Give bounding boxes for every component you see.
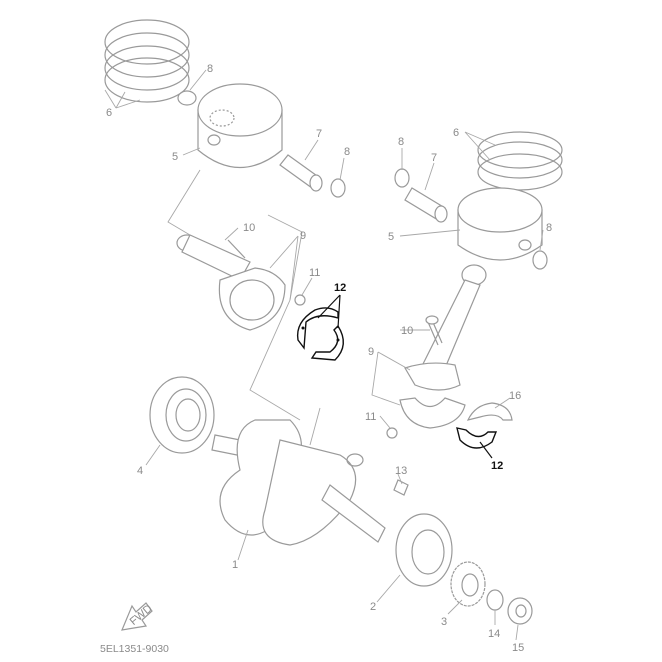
- callout-4: 4: [137, 465, 143, 477]
- key-13: [393, 479, 409, 496]
- fwd-arrow-icon: FWD: [121, 602, 155, 631]
- callout-1: 1: [232, 559, 238, 571]
- callout-9: 9: [368, 346, 374, 358]
- nut-left: [294, 294, 306, 306]
- connecting-rod-left: [176, 234, 286, 331]
- bearing-4: [149, 376, 215, 454]
- callout-14: 14: [488, 628, 500, 640]
- callout-10: 10: [243, 222, 255, 234]
- nut-right: [386, 427, 398, 439]
- diagram-code: 5EL1351-9030: [100, 643, 169, 655]
- callout-8: 8: [546, 222, 552, 234]
- connecting-rod-right: [399, 264, 487, 429]
- bearing-16: [466, 402, 513, 421]
- gear-3: [450, 561, 486, 607]
- piston-pin-right: [404, 187, 448, 223]
- callout-7: 7: [316, 128, 322, 140]
- callout-2: 2: [370, 601, 376, 613]
- bearing-2: [395, 513, 453, 587]
- rod-bolt-right: [425, 315, 443, 346]
- bearing-12-upper: [296, 307, 344, 361]
- callout-6: 6: [106, 107, 112, 119]
- callout-9: 9: [300, 230, 306, 242]
- circlip-left-b: [330, 178, 346, 198]
- leader-lines: [104, 69, 544, 641]
- nut-15: [507, 597, 533, 625]
- callout-5: 5: [172, 151, 178, 163]
- callout-3: 3: [441, 616, 447, 628]
- piston-right: [457, 187, 543, 261]
- callout-7: 7: [431, 152, 437, 164]
- circlip-right-a: [394, 168, 410, 188]
- washer-14: [486, 589, 504, 611]
- callout-12: 12: [334, 282, 346, 294]
- crankshaft: [211, 419, 386, 546]
- callout-16: 16: [509, 390, 521, 402]
- piston-pin-left: [279, 154, 323, 192]
- callout-8: 8: [398, 136, 404, 148]
- bearing-12-lower: [456, 427, 498, 449]
- callout-8: 8: [207, 63, 213, 75]
- callout-12: 12: [491, 460, 503, 472]
- callout-15: 15: [512, 642, 524, 654]
- callout-10: 10: [401, 325, 413, 337]
- callout-11: 11: [309, 267, 320, 279]
- callout-8: 8: [344, 146, 350, 158]
- callout-5: 5: [388, 231, 394, 243]
- piston-rings-right: [477, 131, 563, 191]
- piston-rings-left: [104, 19, 190, 103]
- piston-left: [197, 83, 283, 168]
- circlip-left-a: [177, 90, 197, 106]
- circlip-right-b: [532, 250, 548, 270]
- callout-6: 6: [453, 127, 459, 139]
- callout-13: 13: [395, 465, 407, 477]
- callout-11: 11: [365, 411, 376, 423]
